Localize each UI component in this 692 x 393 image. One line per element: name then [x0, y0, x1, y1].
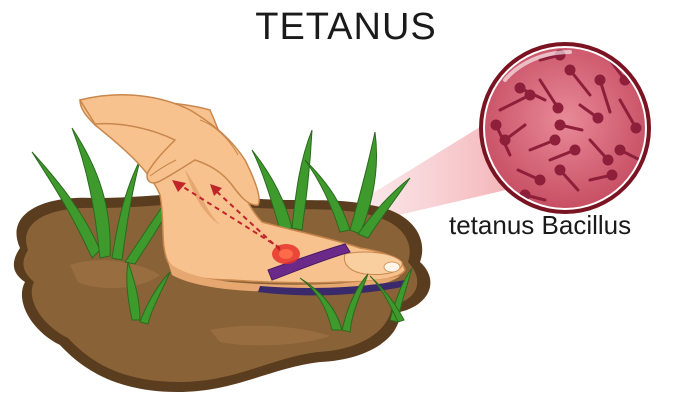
bacteria-magnifier	[479, 42, 651, 214]
bacteria-caption: tetanus Bacillus	[449, 210, 631, 241]
page-title: TETANUS	[0, 6, 692, 49]
